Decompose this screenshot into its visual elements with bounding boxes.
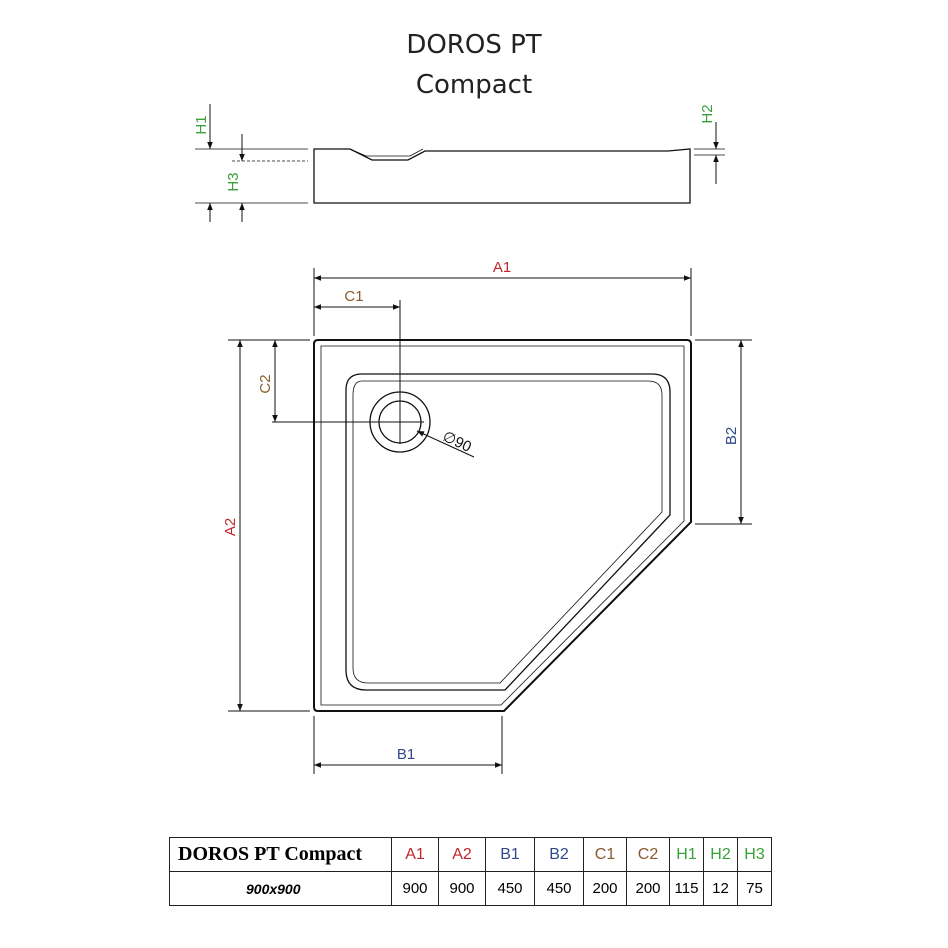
value-c2: 200	[626, 871, 670, 906]
value-c1: 200	[583, 871, 627, 906]
table-header-row: DOROS PT Compact A1 A2 B1 B2 C1 C2 H1 H2…	[169, 837, 772, 872]
tray-rim-line	[320, 345, 685, 706]
dimensions-table: DOROS PT Compact A1 A2 B1 B2 C1 C2 H1 H2…	[169, 837, 772, 906]
top-plan-view	[272, 300, 692, 712]
diagram-title: DOROS PT	[406, 30, 542, 60]
header-a1: A1	[391, 837, 439, 872]
tray-profile-outline	[313, 148, 691, 204]
tray-outer-outline	[313, 339, 692, 712]
diagram-subtitle: Compact	[415, 70, 533, 100]
h3-label: H3	[225, 172, 242, 191]
drain-diameter-label: ∅90	[440, 428, 474, 456]
a1-dimension	[313, 268, 692, 336]
b2-label: B2	[723, 427, 740, 445]
value-h3: 75	[737, 871, 772, 906]
header-c1: C1	[583, 837, 627, 872]
header-b1: B1	[485, 837, 535, 872]
a2-label: A2	[222, 518, 239, 536]
header-c2: C2	[626, 837, 670, 872]
header-h2: H2	[703, 837, 738, 872]
technical-drawing: H1 H3 H2 ∅90 A1 C1 C2	[193, 104, 752, 774]
value-h2: 12	[703, 871, 738, 906]
b1-label: B1	[397, 746, 415, 763]
tray-inner-basin	[345, 373, 671, 691]
a1-label: A1	[493, 259, 511, 276]
drain-diameter-leader	[416, 430, 475, 458]
header-a2: A2	[438, 837, 486, 872]
a2-dimension	[228, 339, 310, 712]
header-b2: B2	[534, 837, 584, 872]
b1-dimension	[313, 716, 503, 774]
value-b2: 450	[534, 871, 584, 906]
value-b1: 450	[485, 871, 535, 906]
side-profile-view	[195, 148, 725, 204]
header-h3: H3	[737, 837, 772, 872]
size-cell: 900x900	[169, 871, 392, 906]
table-row: 900x900 900 900 450 450 200 200 115 12 7…	[169, 871, 772, 906]
b2-dimension	[695, 339, 752, 525]
c1-label: C1	[344, 288, 363, 305]
tray-inner-basin-edge	[352, 380, 663, 684]
value-a1: 900	[391, 871, 439, 906]
model-name-cell: DOROS PT Compact	[169, 837, 392, 872]
tray-profile-rim	[349, 148, 424, 157]
c2-label: C2	[257, 374, 274, 393]
header-h1: H1	[669, 837, 704, 872]
value-a2: 900	[438, 871, 486, 906]
h1-label: H1	[193, 115, 210, 134]
h2-label: H2	[699, 104, 716, 123]
value-h1: 115	[669, 871, 704, 906]
